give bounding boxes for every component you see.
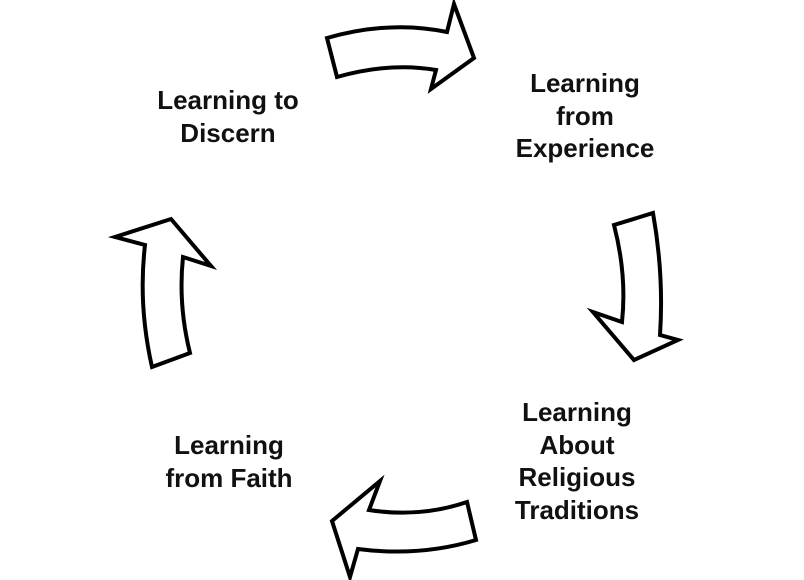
node-label-line: Learning <box>530 68 640 98</box>
node-label-line: Religious <box>518 462 636 492</box>
node-label-line: Traditions <box>514 494 640 525</box>
node-label-line: Discern <box>180 117 276 148</box>
node-label-line: from Faith <box>165 462 293 493</box>
arrow-faith-to-discern <box>107 216 218 370</box>
node-learning-from-faith: Learning from Faith <box>165 429 292 494</box>
node-label-line: Learning <box>174 430 284 460</box>
node-label-line: About <box>539 429 615 460</box>
node-label-line: Experience <box>515 133 655 163</box>
node-learning-from-experience: Learning from Experience <box>516 67 655 165</box>
node-learning-to-discern: Learning to Discern <box>157 84 299 149</box>
arrow-experience-to-traditions <box>586 210 684 363</box>
node-learning-about-religious-traditions: Learning About Religious Traditions <box>515 396 639 526</box>
arrow-traditions-to-faith <box>329 474 479 580</box>
arrow-discern-to-experience <box>324 0 477 94</box>
node-label-line: from <box>556 100 614 131</box>
node-label-line: Learning <box>522 397 632 427</box>
node-label-line: Learning to <box>157 85 299 115</box>
